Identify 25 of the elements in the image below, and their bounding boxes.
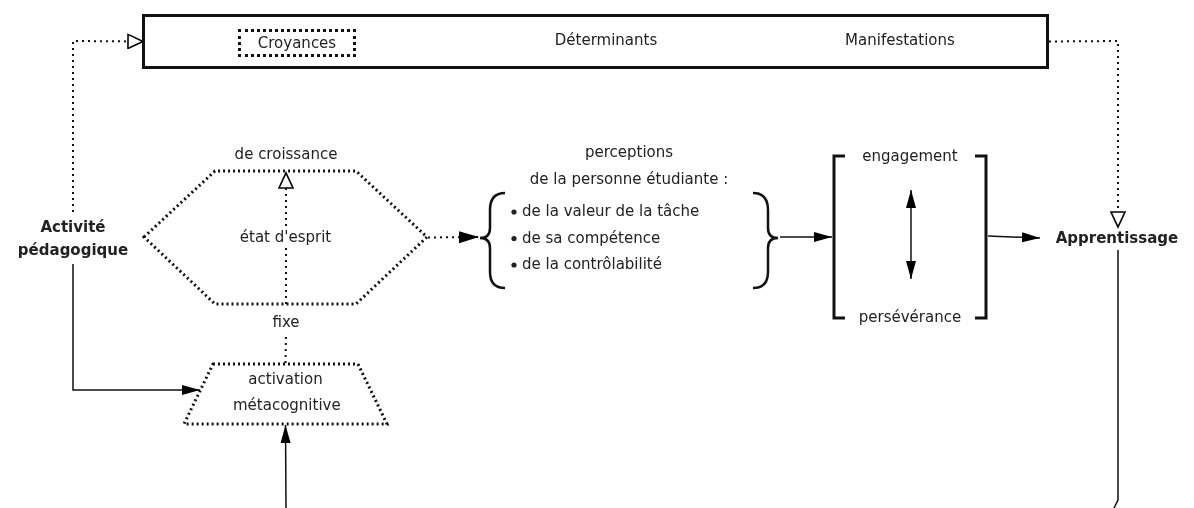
outcome-label: Apprentissage bbox=[1054, 228, 1180, 248]
shape-label: état d'esprit bbox=[237, 227, 334, 247]
arrow bbox=[987, 232, 1041, 243]
header-band bbox=[142, 14, 1049, 69]
heading-text: de la personne étudiante : bbox=[528, 169, 730, 189]
pole-label: engagement bbox=[861, 146, 959, 166]
shape-label: activation métacognitive bbox=[233, 369, 338, 416]
pole-label: de croissance bbox=[233, 144, 339, 164]
arrow bbox=[1048, 40, 1126, 228]
arrow bbox=[72, 263, 201, 395]
actor-label: Activité pédagogique bbox=[16, 217, 130, 261]
arrow bbox=[280, 424, 291, 508]
pole-label: persévérance bbox=[857, 307, 963, 327]
column-heading: Déterminants bbox=[553, 30, 659, 50]
arrow bbox=[72, 33, 144, 213]
bullet-item: de la contrôlabilité bbox=[522, 254, 663, 275]
arrow bbox=[427, 231, 479, 244]
connector-line bbox=[1113, 249, 1119, 508]
bullet-item: de sa compétence bbox=[522, 227, 662, 249]
arrow bbox=[779, 232, 833, 242]
column-heading: Manifestations bbox=[844, 30, 956, 50]
dotted-box: Croyances bbox=[238, 29, 356, 57]
pole-label: fixe bbox=[271, 312, 301, 332]
bullet-item: de la valeur de la tâche bbox=[522, 201, 700, 222]
heading-text: perceptions bbox=[583, 142, 675, 162]
